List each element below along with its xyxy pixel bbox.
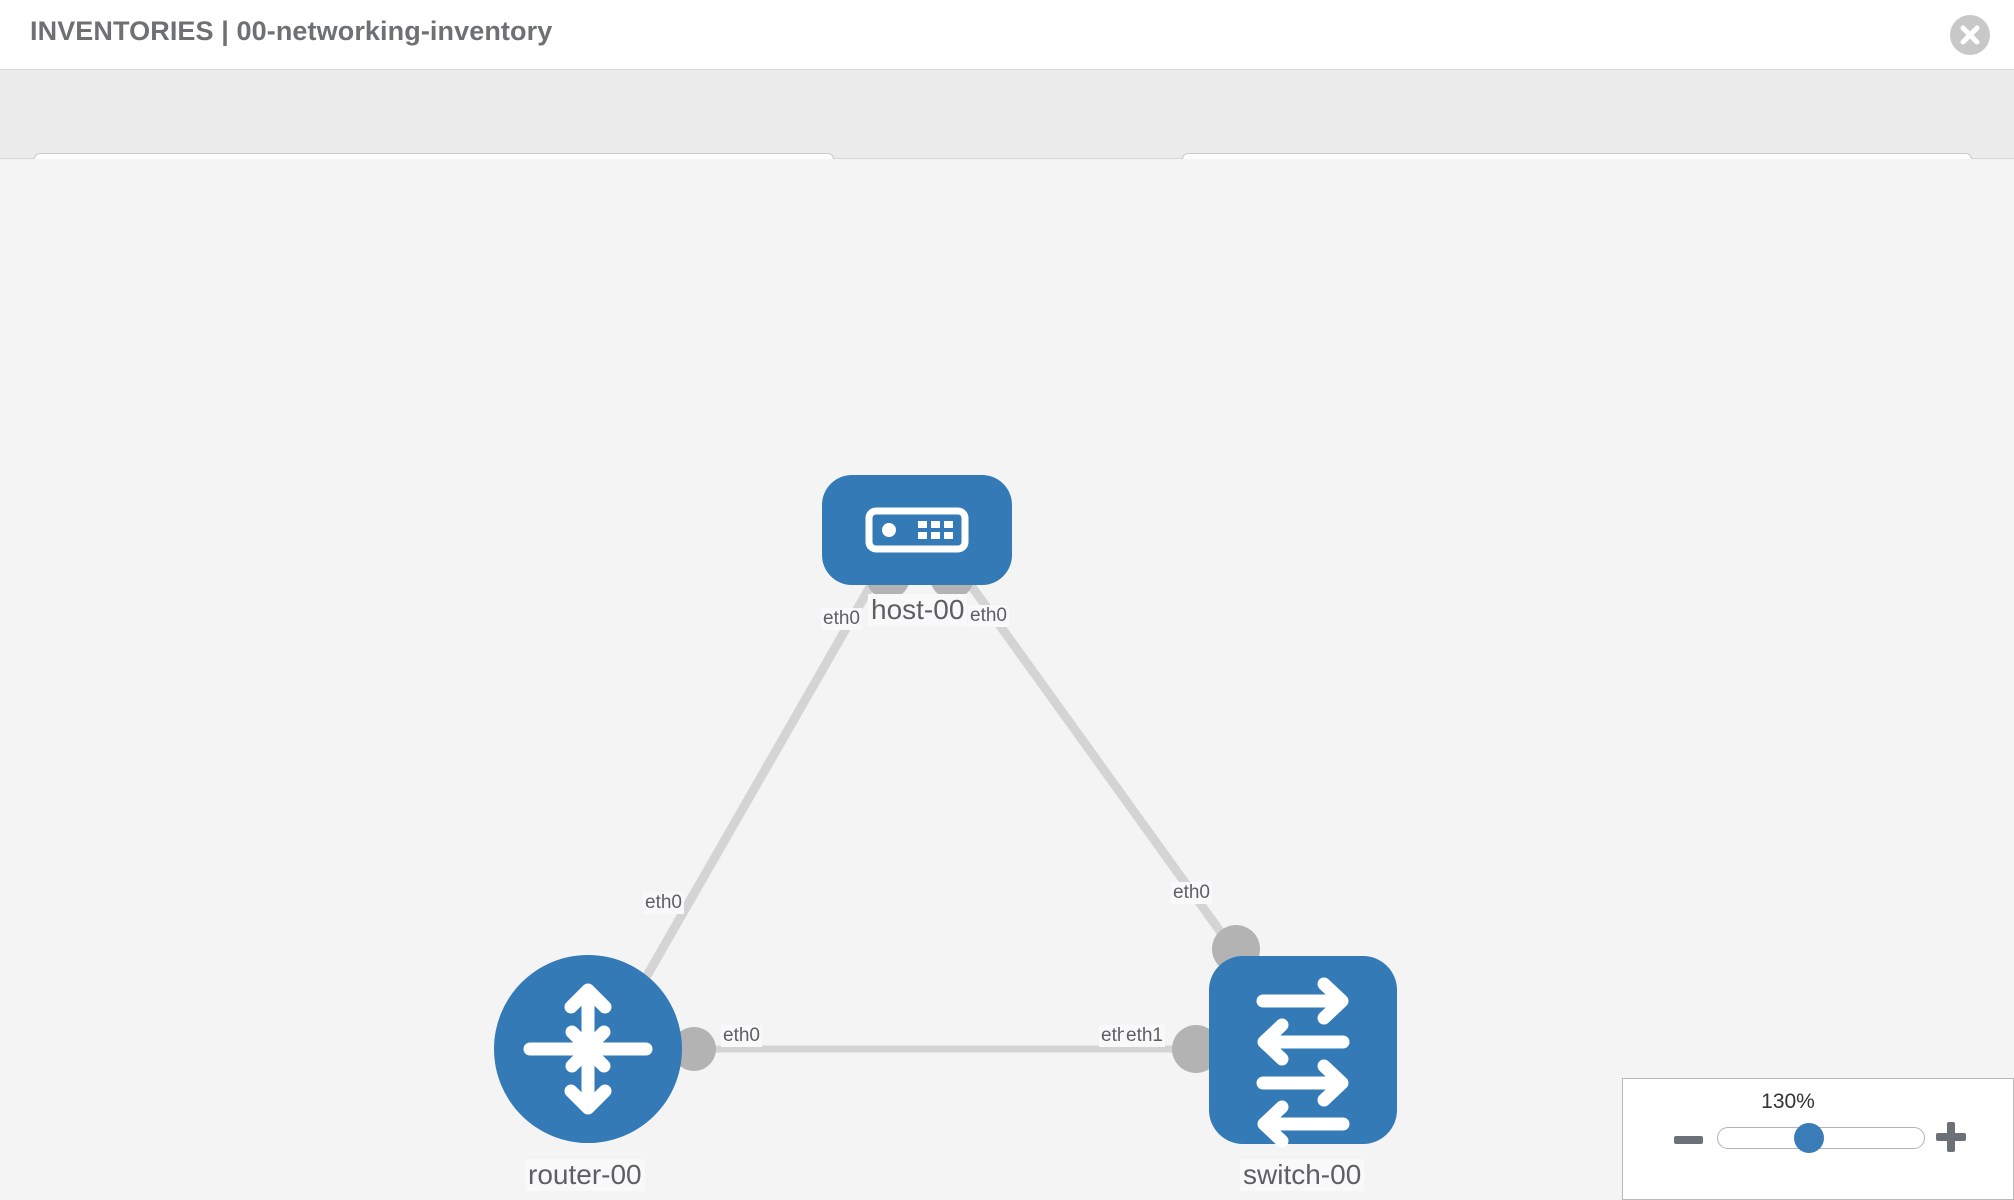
router-arrows-icon [523, 983, 653, 1115]
toolbar: ACTIONS SEARCH [0, 70, 2014, 203]
zoom-slider-thumb[interactable] [1794, 1123, 1824, 1153]
node-switch-00[interactable] [1209, 956, 1397, 1148]
connector-nubs [672, 555, 1260, 1073]
link-host-router[interactable] [621, 556, 890, 1017]
node-host-00[interactable] [822, 475, 1012, 585]
interface-label: eth0 [721, 1025, 762, 1047]
close-button[interactable] [1950, 15, 1990, 55]
interface-label: eth1 [1124, 1025, 1165, 1047]
topology-canvas[interactable]: host-00 router-00 switch-00 eth0 eth0 et… [0, 159, 2014, 1200]
zoom-control-panel: 130% [1622, 1078, 2014, 1200]
interface-label: eth0 [643, 892, 684, 914]
node-label-switch-00: switch-00 [1240, 1159, 1365, 1191]
close-icon [1960, 25, 1980, 45]
page-title: INVENTORIES | 00-networking-inventory [30, 16, 553, 46]
zoom-level-label: 130% [1761, 1090, 1815, 1113]
switch-arrows-icon [1256, 977, 1350, 1148]
zoom-in-button[interactable] [1936, 1122, 1966, 1152]
interface-label: eth0 [968, 605, 1009, 627]
interface-label: eth0 [1171, 882, 1212, 904]
node-label-host-00: host-00 [868, 594, 968, 626]
node-label-router-00: router-00 [525, 1159, 645, 1191]
page-header: INVENTORIES | 00-networking-inventory [0, 0, 2014, 70]
interface-label: eth0 [821, 608, 862, 630]
server-icon [865, 507, 969, 553]
topology-graph [494, 475, 1397, 1148]
node-router-00[interactable] [494, 955, 682, 1143]
zoom-out-button[interactable] [1674, 1136, 1703, 1144]
